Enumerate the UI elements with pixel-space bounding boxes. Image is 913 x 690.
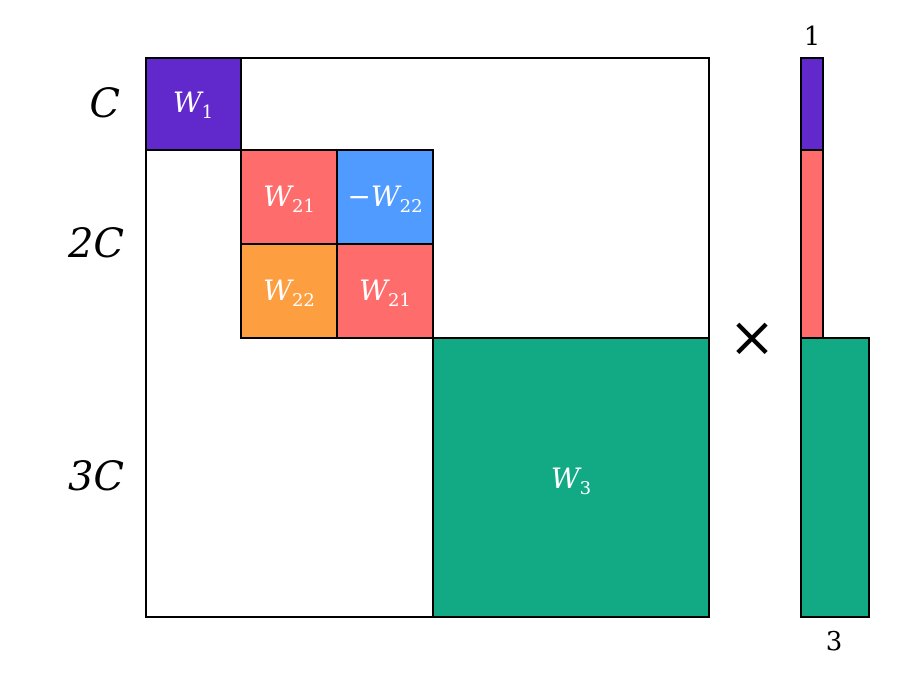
vector-segment-purple [800, 57, 824, 151]
block-w3 [432, 337, 710, 618]
block-w21-bottom-sub: 21 [388, 290, 411, 311]
block-w22-sub: 22 [292, 290, 315, 311]
block-neg-w22-main: −W [347, 180, 401, 213]
block-neg-w22-sub: 22 [400, 196, 423, 217]
block-w1-label: W1 [173, 86, 213, 123]
block-w21-bottom [336, 243, 434, 339]
row-label-c: C [89, 81, 120, 127]
row-label-2c: 2C [67, 221, 124, 267]
block-w3-label: W3 [551, 462, 591, 499]
vector-label-bottom: 3 [826, 627, 843, 657]
block-w1-sub: 1 [202, 102, 213, 123]
block-neg-w22 [336, 149, 434, 245]
block-w21-bottom-main: W [359, 274, 390, 307]
vector-segment-red [800, 149, 824, 339]
block-w21-top [240, 149, 338, 245]
block-w1-main: W [173, 86, 204, 119]
block-w22 [240, 243, 338, 339]
row-label-3c: 3C [68, 454, 124, 500]
block-w21-top-sub: 21 [292, 196, 315, 217]
block-neg-w22-label: −W22 [347, 180, 422, 217]
vector-label-top: 1 [804, 22, 821, 52]
block-w3-main: W [551, 462, 582, 495]
block-w21-bottom-label: W21 [359, 274, 411, 311]
block-w21-top-label: W21 [263, 180, 315, 217]
block-w3-sub: 3 [580, 478, 591, 499]
block-w22-label: W22 [263, 274, 315, 311]
vector-segment-green [800, 337, 870, 618]
block-w22-main: W [263, 274, 294, 307]
multiply-operator: × [729, 305, 776, 370]
block-w21-top-main: W [263, 180, 294, 213]
block-w1 [145, 57, 242, 151]
